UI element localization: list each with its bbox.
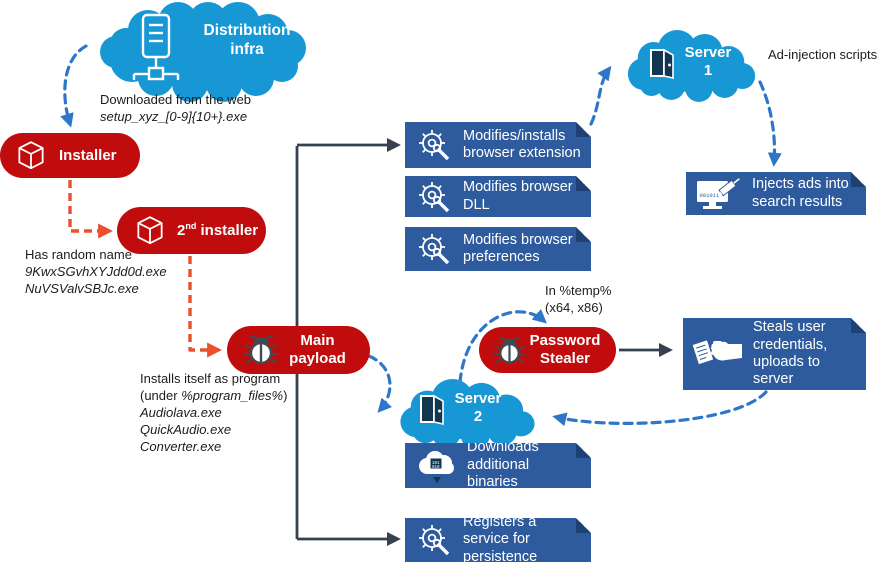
gear-wrench-icon [414, 125, 454, 165]
bug-icon [493, 336, 526, 364]
distribution-infra-cloud: Distribution infra [86, 0, 320, 102]
downloads-binaries-box: 101 010 Downloads additional binaries [405, 443, 591, 488]
modifies-preferences-box: Modifies browser preferences [405, 227, 591, 271]
ad-injection-label: Ad-injection scripts [768, 47, 878, 62]
server1-cloud: Server 1 [618, 30, 766, 102]
monitor-syringe-icon: 001011 [695, 175, 743, 213]
random-name-note: Has random name 9KwxSGvhXYJdd0d.exe NuVS… [25, 247, 167, 298]
node-label-sup: nd [185, 220, 197, 231]
note-filename: 9KwxSGvhXYJdd0d.exe [25, 263, 167, 279]
arrow-installer-to-second-installer [68, 180, 114, 239]
node-label: Installer [59, 146, 117, 164]
svg-text:010: 010 [432, 466, 440, 470]
installer-node: Installer [0, 133, 140, 178]
cloud-download-icon: 101 010 [414, 446, 458, 486]
node-label-rest: installer [196, 221, 259, 239]
arrow-steals-to-server2 [552, 390, 768, 427]
arrow-server1-to-injects-ads [758, 80, 782, 167]
open-door-icon [420, 394, 444, 425]
box-label: Downloads additional binaries [467, 439, 539, 491]
steals-credentials-box: Steals user credentials, uploads to serv… [683, 318, 866, 390]
bug-icon [244, 335, 278, 365]
temp-note: In %temp% (x64, x86) [545, 283, 611, 317]
note-filename: QuickAudio.exe [140, 421, 232, 437]
node-label: 2nd installer [177, 220, 259, 240]
note-line: Has random name [25, 247, 132, 262]
package-box-icon [18, 140, 44, 169]
svg-text:001011: 001011 [700, 192, 721, 199]
note-filename: setup_xyz_[0-9]{10+}.exe [100, 108, 248, 124]
modifies-dll-box: Modifies browser DLL [405, 176, 591, 217]
node-label: Password Stealer [529, 332, 601, 367]
injects-ads-box: 001011 Injects ads into search results [686, 172, 866, 215]
box-label: Modifies/installs browser extension [463, 127, 581, 161]
password-stealer-node: Password Stealer [479, 327, 616, 373]
node-label: Main payload [289, 332, 346, 367]
note-filename: Audiolava.exe [140, 404, 222, 420]
hand-documents-icon [692, 332, 744, 376]
server-rack-icon [132, 13, 180, 81]
downloaded-note: Downloaded from the web setup_xyz_[0-9]{… [100, 92, 251, 126]
note-filename: Converter.exe [140, 438, 222, 454]
arrow-extension-to-server1 [589, 65, 612, 126]
box-label: Modifies browser preferences [463, 231, 573, 265]
note-line: Downloaded from the web [100, 92, 252, 107]
arrow-distribution-to-installer [60, 44, 88, 128]
installs-note: Installs itself as program (under %progr… [140, 371, 287, 455]
main-payload-node: Main payload [227, 326, 370, 374]
open-door-icon [650, 48, 674, 79]
node-label-num: 2 [177, 221, 186, 239]
note-line: (under %program_files%) [140, 387, 288, 403]
note-line: Installs itself as program [140, 371, 281, 386]
cloud-label: Server 2 [454, 390, 502, 425]
box-label: Modifies browser DLL [463, 179, 573, 213]
package-box-icon [137, 215, 163, 244]
cloud-label: Server 1 [684, 44, 732, 79]
note-line: (x64, x86) [545, 299, 603, 315]
arrow-payload-to-server2 [367, 354, 393, 413]
box-label: Registers a service for persistence [463, 513, 538, 565]
gear-wrench-icon [414, 229, 454, 269]
note-filename: NuVSValvSBJc.exe [25, 280, 139, 296]
server2-cloud: Server 2 [390, 379, 546, 449]
note-line: In %temp% [545, 283, 612, 298]
gear-wrench-icon [414, 177, 454, 217]
gear-wrench-icon [414, 520, 454, 560]
cloud-label: Distribution infra [203, 22, 291, 58]
modifies-extension-box: Modifies/installs browser extension [405, 122, 591, 168]
second-installer-node: 2nd installer [117, 207, 266, 254]
arrow-second-installer-to-payload [188, 256, 223, 358]
arrow-server2-to-password-stealer [458, 308, 547, 384]
registers-service-box: Registers a service for persistence [405, 518, 591, 562]
svg-text:101: 101 [432, 462, 440, 466]
box-label: Steals user credentials, uploads to serv… [753, 319, 828, 388]
box-label: Injects ads into search results [752, 176, 849, 210]
